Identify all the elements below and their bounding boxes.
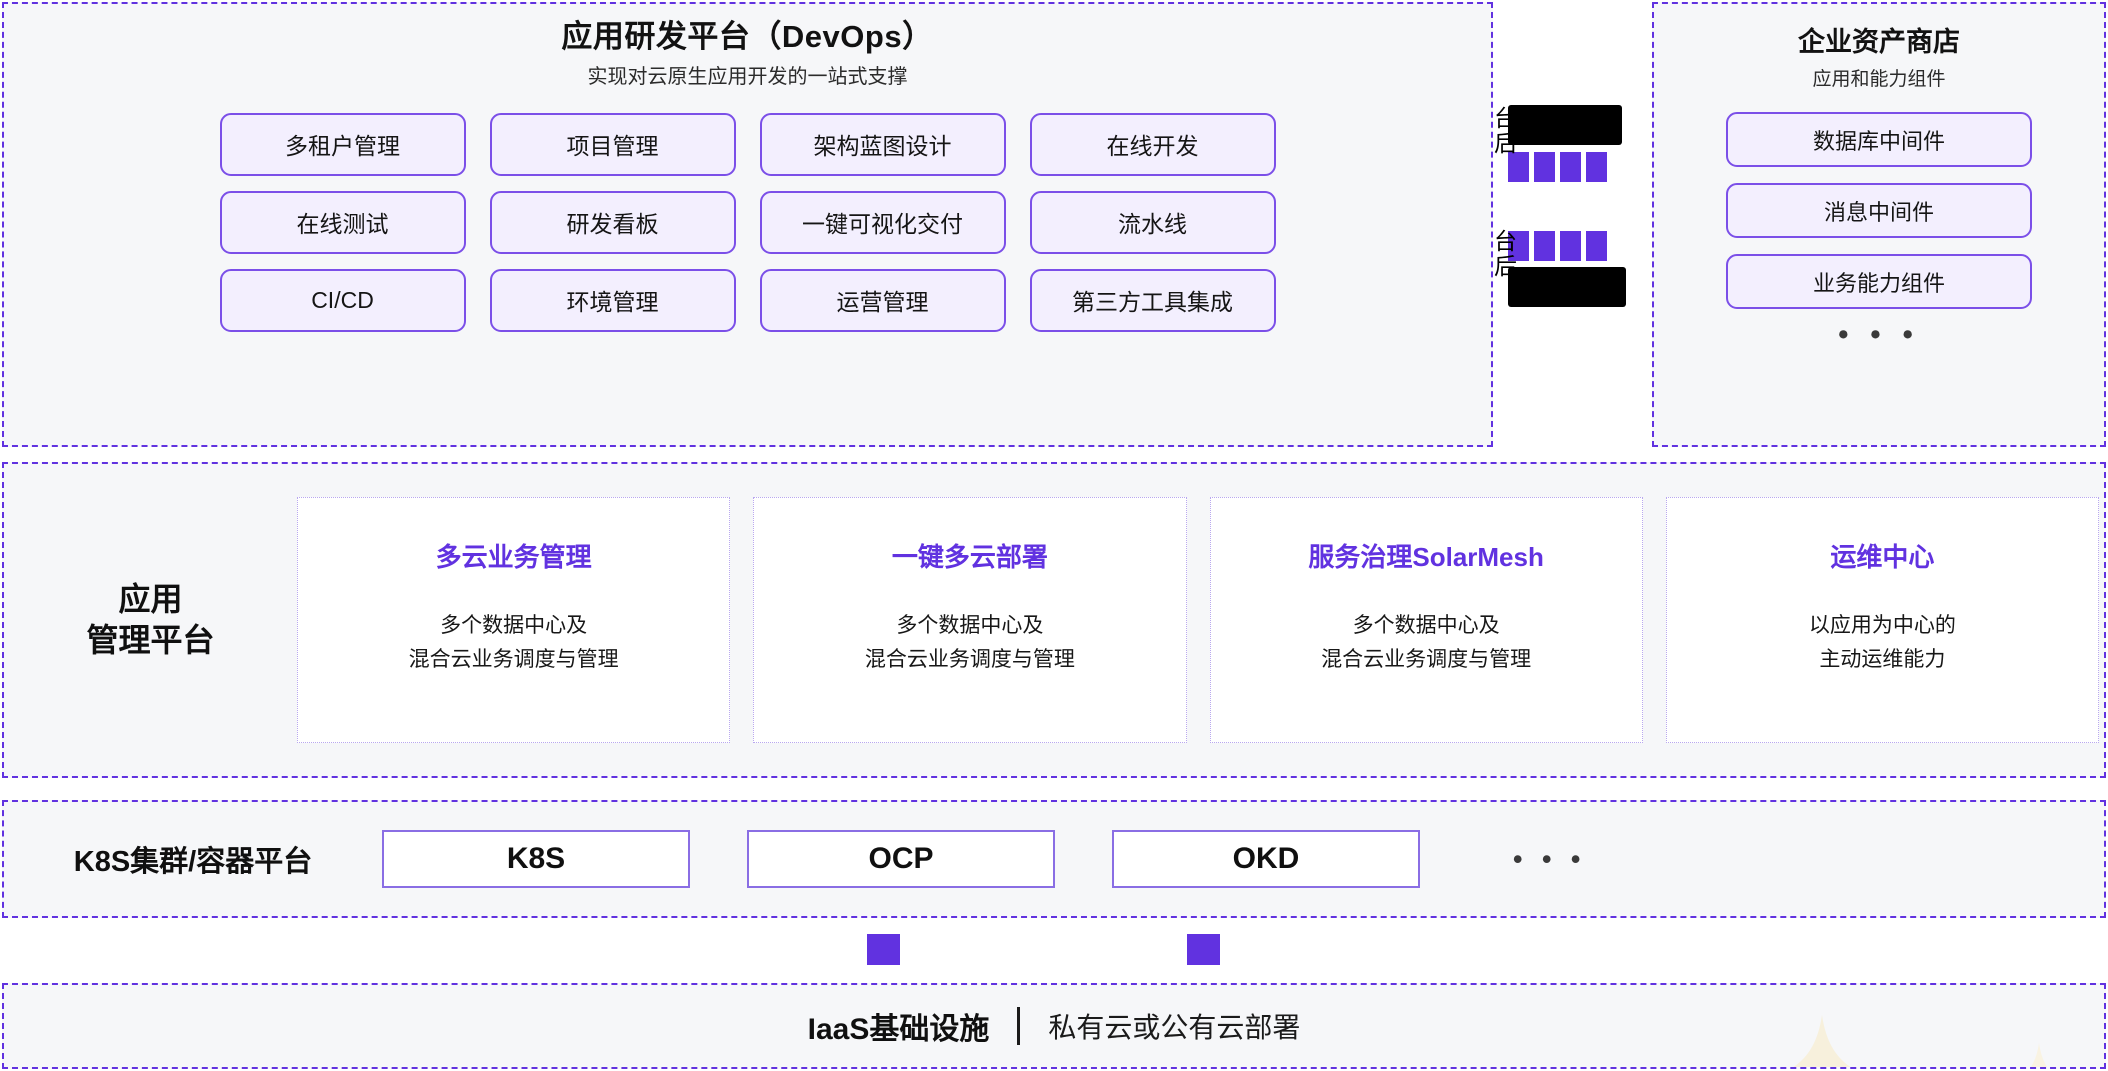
redacted-square bbox=[1586, 231, 1607, 261]
asset-store-subtitle: 应用和能力组件 bbox=[1812, 69, 1946, 90]
redaction-bar-bottom bbox=[1508, 267, 1626, 307]
app-management-label: 应用 管理平台 bbox=[4, 579, 297, 661]
k8s-box-ocp[interactable]: OCP bbox=[747, 830, 1055, 888]
app-management-label-line2: 管理平台 bbox=[86, 622, 215, 658]
redacted-square bbox=[1560, 152, 1581, 182]
asset-store-title: 企业资产商店 bbox=[1798, 27, 1960, 57]
asset-store-list: 数据库中间件 消息中间件 业务能力组件 bbox=[1654, 112, 2104, 309]
redacted-glyph-top: 台 后 bbox=[1494, 106, 1517, 157]
mgmt-card-title: 多云业务管理 bbox=[435, 542, 592, 572]
asset-store-header: 企业资产商店 应用和能力组件 bbox=[1654, 4, 2104, 91]
mgmt-card-title: 运维中心 bbox=[1830, 542, 1935, 572]
asset-store-more-icon: • • • bbox=[1838, 319, 1920, 351]
k8s-box-k8s[interactable]: K8S bbox=[382, 830, 690, 888]
iaas-description: 私有云或公有云部署 bbox=[1048, 1012, 1301, 1043]
mgmt-card-ops-center[interactable]: 运维中心 以应用为中心的 主动运维能力 bbox=[1665, 497, 2099, 743]
mgmt-card-title: 服务治理SolarMesh bbox=[1308, 542, 1544, 572]
devops-chip-visual-deliver[interactable]: 一键可视化交付 bbox=[759, 190, 1006, 254]
redacted-square-row-top bbox=[1508, 152, 1607, 182]
devops-chip-rnd-board[interactable]: 研发看板 bbox=[489, 190, 736, 254]
enterprise-asset-store-band: 企业资产商店 应用和能力组件 数据库中间件 消息中间件 业务能力组件 • • • bbox=[1652, 2, 2106, 447]
k8s-box-okd[interactable]: OKD bbox=[1112, 830, 1420, 888]
redacted-glyph-bottom: 台 后 bbox=[1494, 229, 1517, 280]
asset-chip-message-middleware[interactable]: 消息中间件 bbox=[1726, 183, 2032, 238]
devops-chip-ops-mgmt[interactable]: 运营管理 bbox=[759, 268, 1006, 332]
k8s-more-icon: • • • bbox=[1513, 843, 1587, 874]
app-management-label-line1: 应用 bbox=[118, 581, 183, 618]
asset-chip-business-component[interactable]: 业务能力组件 bbox=[1726, 254, 2032, 309]
devops-chip-third-party[interactable]: 第三方工具集成 bbox=[1029, 268, 1276, 332]
redacted-square-row-bottom bbox=[1508, 231, 1607, 261]
devops-chip-project-mgmt[interactable]: 项目管理 bbox=[489, 112, 736, 176]
redacted-column: 台 后 台 后 bbox=[1494, 2, 1651, 447]
iaas-divider-icon bbox=[1017, 1007, 1021, 1045]
app-management-platform-band: 应用 管理平台 多云业务管理 多个数据中心及 混合云业务调度与管理 一键多云部署… bbox=[2, 462, 2106, 778]
mgmt-card-desc: 多个数据中心及 混合云业务调度与管理 bbox=[1321, 614, 1532, 672]
devops-chip-online-test[interactable]: 在线测试 bbox=[219, 190, 466, 254]
mgmt-card-onekey-multicloud-deploy[interactable]: 一键多云部署 多个数据中心及 混合云业务调度与管理 bbox=[753, 497, 1187, 743]
iaas-infrastructure-band: IaaS基础设施 私有云或公有云部署 bbox=[2, 983, 2106, 1069]
redacted-square bbox=[1534, 231, 1555, 261]
devops-capability-grid: 多租户管理 项目管理 架构蓝图设计 在线开发 在线测试 研发看板 一键可视化交付… bbox=[4, 112, 1491, 332]
mgmt-card-multicloud-business[interactable]: 多云业务管理 多个数据中心及 混合云业务调度与管理 bbox=[297, 497, 731, 743]
mgmt-card-desc: 以应用为中心的 主动运维能力 bbox=[1808, 614, 1956, 672]
redacted-square bbox=[1534, 152, 1555, 182]
redaction-bar-top bbox=[1508, 105, 1622, 145]
app-management-card-list: 多云业务管理 多个数据中心及 混合云业务调度与管理 一键多云部署 多个数据中心及… bbox=[297, 497, 2104, 743]
connector-square-right bbox=[1187, 934, 1220, 965]
redacted-square bbox=[1508, 152, 1529, 182]
k8s-band-label: K8S集群/容器平台 bbox=[73, 846, 313, 878]
devops-chip-pipeline[interactable]: 流水线 bbox=[1029, 190, 1276, 254]
devops-chip-cicd[interactable]: CI/CD bbox=[219, 268, 466, 332]
sparkle-icon-large bbox=[1764, 1015, 1994, 1067]
devops-platform-band: 应用研发平台（DevOps） 实现对云原生应用开发的一站式支撑 多租户管理 项目… bbox=[2, 2, 1493, 447]
iaas-label: IaaS基础设施 bbox=[807, 1013, 990, 1046]
mgmt-card-service-mesh[interactable]: 服务治理SolarMesh 多个数据中心及 混合云业务调度与管理 bbox=[1209, 497, 1643, 743]
mgmt-card-desc: 多个数据中心及 混合云业务调度与管理 bbox=[864, 614, 1075, 672]
devops-chip-blueprint[interactable]: 架构蓝图设计 bbox=[759, 112, 1006, 176]
devops-subtitle: 实现对云原生应用开发的一站式支撑 bbox=[587, 65, 908, 88]
k8s-container-platform-band: K8S集群/容器平台 K8S OCP OKD • • • bbox=[2, 800, 2106, 918]
redacted-square bbox=[1508, 231, 1529, 261]
devops-chip-multi-tenant[interactable]: 多租户管理 bbox=[219, 112, 466, 176]
mgmt-card-title: 一键多云部署 bbox=[891, 542, 1048, 572]
sparkle-icon-small bbox=[1999, 1043, 2104, 1067]
devops-chip-env-mgmt[interactable]: 环境管理 bbox=[489, 268, 736, 332]
redacted-square bbox=[1586, 152, 1607, 182]
devops-header: 应用研发平台（DevOps） 实现对云原生应用开发的一站式支撑 bbox=[4, 4, 1491, 91]
devops-chip-online-dev[interactable]: 在线开发 bbox=[1029, 112, 1276, 176]
redacted-square bbox=[1560, 231, 1581, 261]
asset-chip-db-middleware[interactable]: 数据库中间件 bbox=[1726, 112, 2032, 167]
connector-square-left bbox=[867, 934, 900, 965]
devops-title: 应用研发平台（DevOps） bbox=[561, 19, 934, 54]
mgmt-card-desc: 多个数据中心及 混合云业务调度与管理 bbox=[408, 614, 619, 672]
